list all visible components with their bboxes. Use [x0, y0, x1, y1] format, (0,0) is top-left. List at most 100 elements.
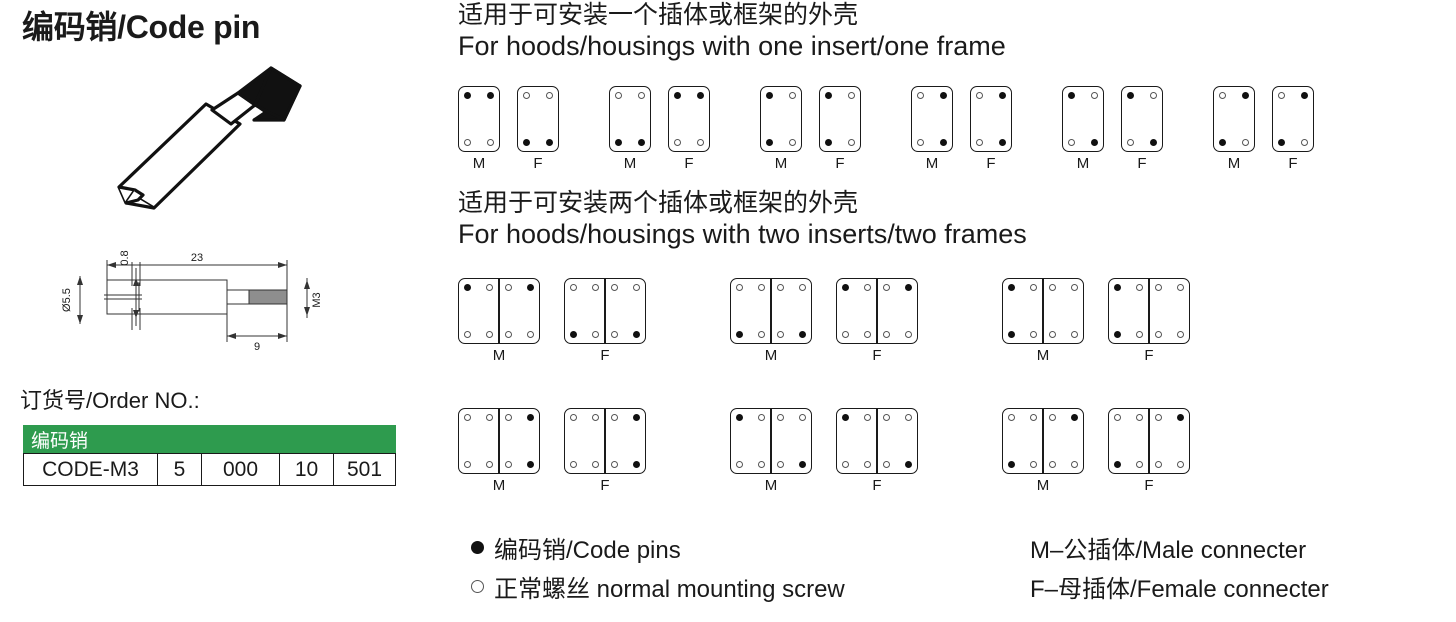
mounting-screw-dot-icon [905, 331, 912, 338]
order-table-header-row: 编码销 [23, 425, 396, 454]
mounting-screw-dot-icon [1091, 92, 1098, 99]
mounting-screw-dot-icon [486, 284, 493, 291]
mounting-screw-dot-icon [976, 139, 983, 146]
mounting-screw-dot-icon [592, 461, 599, 468]
mounting-screw-dot-icon [789, 92, 796, 99]
housing-panel [605, 408, 646, 474]
mounting-screw-dot-icon [758, 331, 765, 338]
legend-row-normal-screw: 正常螺丝 normal mounting screw F–母插体/Female … [460, 569, 1456, 608]
mounting-screw-dot-icon [527, 331, 534, 338]
mounting-screw-dot-icon [638, 92, 645, 99]
connector-unit: F [517, 86, 559, 172]
diagram-unit-spacer [540, 278, 564, 364]
code-pin-dot-icon [799, 331, 806, 338]
mounting-screw-dot-icon [546, 92, 553, 99]
connector-gender-label: M [774, 155, 788, 172]
code-pin-dot-icon [940, 92, 947, 99]
code-pin-dot-icon [1068, 92, 1075, 99]
code-pin-dot-icon [1008, 331, 1015, 338]
diagram-pair-spacer [1163, 86, 1213, 172]
connector-unit: F [836, 408, 918, 494]
diagram-unit-spacer [802, 86, 819, 172]
mounting-screw-dot-icon [633, 284, 640, 291]
housing-panel [1108, 278, 1149, 344]
mounting-screw-dot-icon [592, 331, 599, 338]
mounting-screw-dot-icon [674, 139, 681, 146]
diagram-unit-spacer [540, 408, 564, 494]
connector-gender-label: F [684, 155, 694, 172]
mounting-screw-dot-icon [864, 284, 871, 291]
mounting-screw-dot-icon [1150, 92, 1157, 99]
code-pin-dot-icon [697, 92, 704, 99]
housing-group [970, 86, 1012, 152]
mounting-screw-dot-icon [799, 414, 806, 421]
mounting-screw-dot-icon [976, 92, 983, 99]
diagram-unit-spacer [1084, 278, 1108, 364]
housing-panel [760, 86, 802, 152]
mounting-screw-dot-icon [905, 414, 912, 421]
diagram-unit-spacer [812, 278, 836, 364]
connector-unit: F [1108, 408, 1190, 494]
connector-gender-label: M [764, 477, 778, 494]
mounting-screw-dot-icon [1136, 331, 1143, 338]
connector-gender-label: F [1144, 347, 1154, 364]
connector-unit: M [1002, 278, 1084, 364]
mounting-screw-dot-icon [864, 414, 871, 421]
connector-unit: F [836, 278, 918, 364]
diagram-unit-spacer [1104, 86, 1121, 172]
housing-group [1108, 408, 1190, 474]
diagram-unit-spacer [953, 86, 970, 172]
mounting-screw-dot-icon [1278, 92, 1285, 99]
mounting-screw-dot-icon [611, 284, 618, 291]
legend-left-normal-screw: 正常螺丝 normal mounting screw [460, 569, 1020, 604]
connector-gender-label: F [872, 347, 882, 364]
connector-gender-label: F [1144, 477, 1154, 494]
mounting-screw-dot-icon [486, 331, 493, 338]
mounting-screw-dot-icon [842, 461, 849, 468]
connector-unit: F [1121, 86, 1163, 172]
page-title: 编码销/Code pin [22, 9, 261, 45]
code-pin-dot-icon [546, 139, 553, 146]
mounting-screw-dot-icon [842, 331, 849, 338]
section-heading-two-inserts: 适用于可安装两个插体或框架的外壳 For hoods/housings with… [458, 188, 1027, 250]
housing-group [760, 86, 802, 152]
connector-unit: F [668, 86, 710, 172]
housing-group [564, 408, 646, 474]
connector-unit: M [609, 86, 651, 172]
mounting-screw-dot-icon [736, 284, 743, 291]
diagram-pair-spacer [559, 86, 609, 172]
connector-unit: M [458, 278, 540, 364]
housing-panel [836, 278, 877, 344]
order-table-value-row: CODE-M3 5 000 10 501 [23, 453, 396, 486]
code-pin-dot-icon [615, 139, 622, 146]
product-3d-illustration [88, 62, 328, 222]
technical-dimension-drawing: 23 9 Ø5.5 0.8 M3 [52, 238, 342, 363]
diagram-pair-spacer [1012, 86, 1062, 172]
housing-group [1002, 278, 1084, 344]
mounting-screw-dot-icon [1030, 284, 1037, 291]
code-pin-dot-icon [766, 92, 773, 99]
code-pin-dot-icon [905, 284, 912, 291]
dimension-drawing-svg: 23 9 Ø5.5 0.8 M3 [61, 250, 323, 353]
code-pin-dot-icon [527, 414, 534, 421]
mounting-screw-dot-icon [1030, 414, 1037, 421]
housing-group [836, 408, 918, 474]
housing-group [458, 86, 500, 152]
mounting-screw-dot-icon [1177, 331, 1184, 338]
code-pin-dot-icon [736, 414, 743, 421]
diagram-pair-spacer [861, 86, 911, 172]
housing-group [836, 278, 918, 344]
housing-panel [668, 86, 710, 152]
section-one-en: For hoods/housings with one insert/one f… [458, 31, 1006, 61]
mounting-screw-dot-icon [486, 414, 493, 421]
order-cell-5: 501 [333, 453, 396, 486]
connector-unit: M [1213, 86, 1255, 172]
diagram-unit-spacer [651, 86, 668, 172]
housing-group [1272, 86, 1314, 152]
code-pin-dot-icon [570, 331, 577, 338]
mounting-screw-dot-icon [848, 139, 855, 146]
mounting-screw-dot-icon [1049, 414, 1056, 421]
code-pin-dot-icon [799, 461, 806, 468]
code-pin-dot-icon [999, 139, 1006, 146]
